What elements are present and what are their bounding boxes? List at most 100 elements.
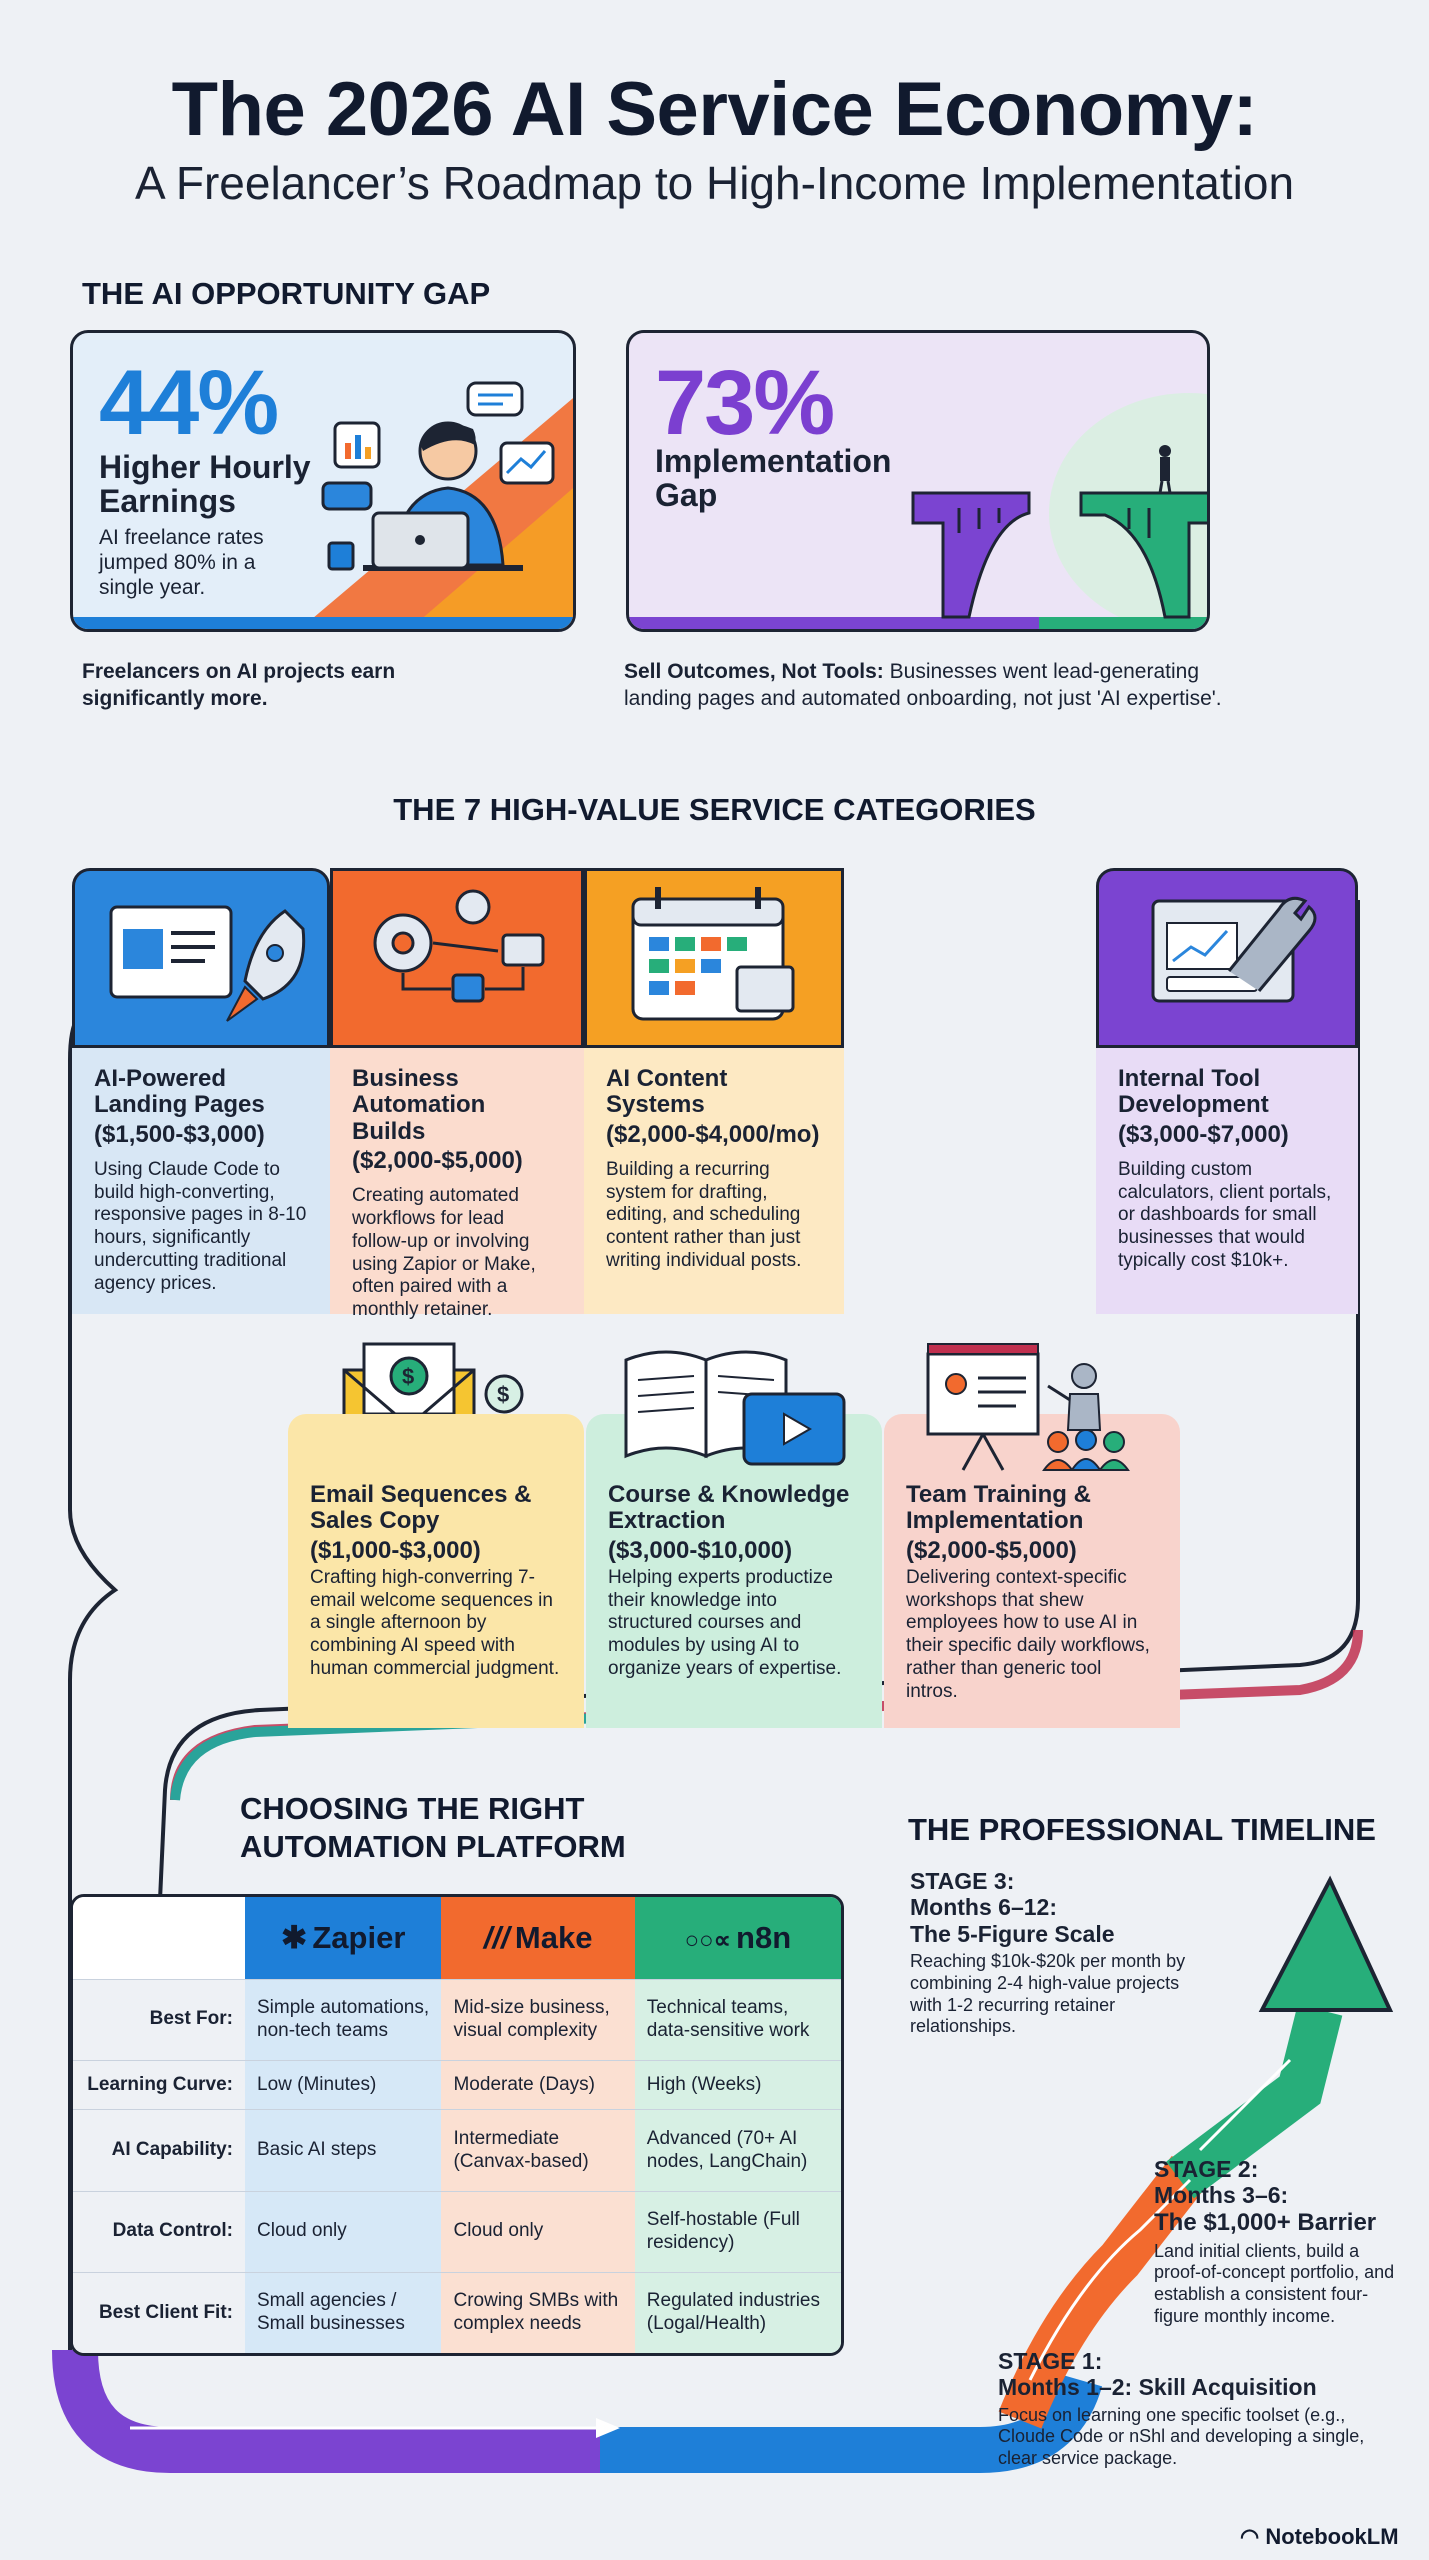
table-corner-cell bbox=[73, 1897, 245, 1980]
cell-n8n-ai-capability: Advanced (70+ AI nodes, LangChain) bbox=[634, 2109, 841, 2192]
cell-n8n-data-control: Self-hostable (Full residency) bbox=[634, 2191, 841, 2273]
stage-3-label: STAGE 3: bbox=[910, 1868, 1015, 1894]
platform-comparison-table: ✱ Zapier /// Make ○○∝ n8n Best For: Simp… bbox=[70, 1894, 844, 2356]
gap-caption-bold: Sell Outcomes, Not Tools: bbox=[624, 660, 884, 683]
landing-pages-body: AI-Powered Landing Pages ($1,500-$3,000)… bbox=[72, 1048, 330, 1314]
team-training-price: ($2,000-$5,000) bbox=[906, 1536, 1077, 1564]
row-label-learning-curve: Learning Curve: bbox=[73, 2060, 245, 2111]
service-card-content-systems: AI Content Systems ($2,000-$4,000/mo) Bu… bbox=[584, 868, 844, 1314]
service-card-landing-pages: AI-Powered Landing Pages ($1,500-$3,000)… bbox=[72, 868, 330, 1314]
cell-n8n-best-for: Technical teams, data-sensitive work bbox=[634, 1979, 841, 2061]
earnings-stat-number: 44% bbox=[99, 352, 279, 454]
stage-2-months: Months 3–6: bbox=[1154, 2182, 1289, 2209]
table-row: Best Client Fit: Small agencies / Small … bbox=[73, 2272, 841, 2353]
automation-price: ($2,000-$5,000) bbox=[352, 1147, 523, 1175]
course-extraction-title: Course & Knowledge Extraction bbox=[608, 1481, 850, 1535]
stage-2-label: STAGE 2: bbox=[1154, 2156, 1259, 2182]
stage-2-name: The $1,000+ Barrier bbox=[1154, 2208, 1377, 2236]
table-header-row: ✱ Zapier /// Make ○○∝ n8n bbox=[73, 1897, 841, 1980]
internal-tools-body: Internal Tool Development ($3,000-$7,000… bbox=[1096, 1048, 1358, 1314]
stage-3: STAGE 3: Months 6–12: The 5-Figure Scale… bbox=[910, 1868, 1210, 2038]
gap-stat-number: 73% bbox=[655, 352, 835, 454]
cell-n8n-learning-curve: High (Weeks) bbox=[634, 2060, 841, 2111]
nodes-icon: ○○∝ bbox=[684, 1927, 731, 1955]
zapier-header-label: Zapier bbox=[312, 1920, 406, 1956]
stage-3-name: The 5-Figure Scale bbox=[910, 1920, 1115, 1947]
comparison-grid: ✱ Zapier /// Make ○○∝ n8n Best For: Simp… bbox=[73, 1897, 841, 2353]
cell-make-data-control: Cloud only bbox=[441, 2191, 635, 2273]
stage-1: STAGE 1: Months 1–2: Skill Acquisition F… bbox=[998, 2348, 1398, 2470]
book-video-icon bbox=[624, 1350, 846, 1466]
cell-zapier-best-for: Simple automations, non-tech teams bbox=[245, 1979, 442, 2061]
team-training-bg bbox=[884, 1414, 1180, 1728]
course-extraction-price: ($3,000-$10,000) bbox=[608, 1536, 793, 1564]
landing-pages-title: AI-Powered Landing Pages bbox=[94, 1065, 265, 1119]
svg-text:$: $ bbox=[497, 1382, 509, 1407]
landing-pages-header bbox=[72, 868, 330, 1048]
bridge-gap-illustration bbox=[629, 393, 1207, 629]
content-systems-title: AI Content Systems bbox=[606, 1065, 728, 1119]
calendar-icon bbox=[631, 887, 795, 1021]
zapier-header: ✱ Zapier bbox=[245, 1897, 442, 1980]
n8n-header-label: n8n bbox=[736, 1920, 792, 1956]
content-systems-header bbox=[584, 868, 844, 1048]
service-card-automation: Business Automation Builds ($2,000-$5,00… bbox=[330, 868, 584, 1320]
earnings-stat-label: Higher Hourly Earnings bbox=[99, 449, 311, 519]
earnings-caption: Freelancers on AI projects earn signific… bbox=[82, 660, 396, 711]
freelancer-illustration bbox=[73, 381, 573, 629]
table-row: Data Control: Cloud only Cloud only Self… bbox=[73, 2191, 841, 2273]
cell-n8n-best-client-fit: Regulated industries (Logal/Health) bbox=[634, 2272, 841, 2353]
automation-desc: Creating automated workflows for lead fo… bbox=[352, 1185, 536, 1321]
table-row: AI Capability: Basic AI steps Intermedia… bbox=[73, 2109, 841, 2192]
footer-brand-label: NotebookLM bbox=[1265, 2524, 1399, 2549]
services-section-title: THE 7 HIGH-VALUE SERVICE CATEGORIES bbox=[393, 792, 1036, 827]
gap-caption-rest: Businesses went lead-generating landing … bbox=[624, 660, 1222, 711]
cell-zapier-learning-curve: Low (Minutes) bbox=[245, 2060, 442, 2111]
stage-2-desc: Land initial clients, build a proof-of-c… bbox=[1154, 2240, 1395, 2326]
course-extraction-bg bbox=[586, 1414, 882, 1728]
internal-tools-header bbox=[1096, 868, 1358, 1048]
n8n-header: ○○∝ n8n bbox=[634, 1897, 841, 1980]
cell-zapier-best-client-fit: Small agencies / Small businesses bbox=[245, 2272, 442, 2353]
cell-zapier-ai-capability: Basic AI steps bbox=[245, 2109, 442, 2192]
timeline-section-title: THE PROFESSIONAL TIMELINE bbox=[908, 1812, 1376, 1847]
gap-caption: Sell Outcomes, Not Tools: Businesses wen… bbox=[624, 658, 1224, 713]
service-card-course-extraction: Course & Knowledge Extraction ($3,000-$1… bbox=[586, 1330, 882, 1728]
page-title: The 2026 AI Service Economy: bbox=[171, 67, 1258, 152]
landing-pages-desc: Using Claude Code to build high-converti… bbox=[94, 1158, 307, 1294]
stage-2: STAGE 2: Months 3–6: The $1,000+ Barrier… bbox=[1154, 2156, 1404, 2327]
cell-make-best-client-fit: Crowing SMBs with complex needs bbox=[441, 2272, 635, 2353]
content-systems-price: ($2,000-$4,000/mo) bbox=[606, 1120, 820, 1148]
earnings-label-line2: Earnings bbox=[99, 482, 236, 519]
service-card-team-training: Team Training & Implementation ($2,000-$… bbox=[884, 1330, 1180, 1728]
roadmap-path bbox=[52, 900, 1394, 2473]
email-sequences-body: Email Sequences & Sales Copy ($1,000-$3,… bbox=[288, 1476, 584, 1687]
stage-3-desc: Reaching $10k-$20k per month by combinin… bbox=[910, 1951, 1186, 2037]
stage-1-months: Months 1–2: Skill Acquisition bbox=[998, 2374, 1317, 2401]
gap-label-line1: Implementation bbox=[655, 443, 892, 479]
stage-1-desc: Focus on learning one specific toolset (… bbox=[998, 2404, 1365, 2469]
row-label-best-client-fit: Best Client Fit: bbox=[73, 2272, 245, 2353]
asterisk-icon: ✱ bbox=[281, 1920, 308, 1956]
earnings-label-line1: Higher Hourly bbox=[99, 449, 311, 485]
platform-title-line1: CHOOSING THE RIGHT bbox=[240, 1791, 585, 1826]
gap-stat-card: 73% Implementation Gap bbox=[626, 330, 1210, 632]
gears-workflow-icon bbox=[373, 889, 545, 1003]
email-sequences-title: Email Sequences & Sales Copy bbox=[310, 1481, 532, 1535]
make-header-label: Make bbox=[514, 1920, 593, 1956]
page-subtitle: A Freelancer’s Roadmap to High-Income Im… bbox=[134, 157, 1295, 209]
platform-section-title: CHOOSING THE RIGHT AUTOMATION PLATFORM bbox=[240, 1790, 626, 1866]
row-label-ai-capability: AI Capability: bbox=[73, 2109, 245, 2192]
earnings-stat-card: 44% Higher Hourly Earnings AI freelance … bbox=[70, 330, 576, 632]
landing-pages-price: ($1,500-$3,000) bbox=[94, 1120, 265, 1148]
table-row: Best For: Simple automations, non-tech t… bbox=[73, 1979, 841, 2061]
service-card-email-sequences: $ $ Email Sequences & Sales Copy ($1,000… bbox=[288, 1330, 584, 1728]
earnings-stat-desc: AI freelance rates jumped 80% in a singl… bbox=[99, 526, 264, 600]
rocket-landing-page-icon bbox=[109, 905, 306, 1022]
team-training-desc: Delivering context-specific workshops th… bbox=[906, 1566, 1150, 1702]
slashes-icon: /// bbox=[483, 1920, 510, 1956]
gap-label-line2: Gap bbox=[655, 476, 718, 513]
cell-make-ai-capability: Intermediate (Canvax-based) bbox=[441, 2109, 635, 2192]
course-extraction-body: Course & Knowledge Extraction ($3,000-$1… bbox=[586, 1476, 882, 1687]
email-sequences-bg bbox=[288, 1414, 584, 1728]
